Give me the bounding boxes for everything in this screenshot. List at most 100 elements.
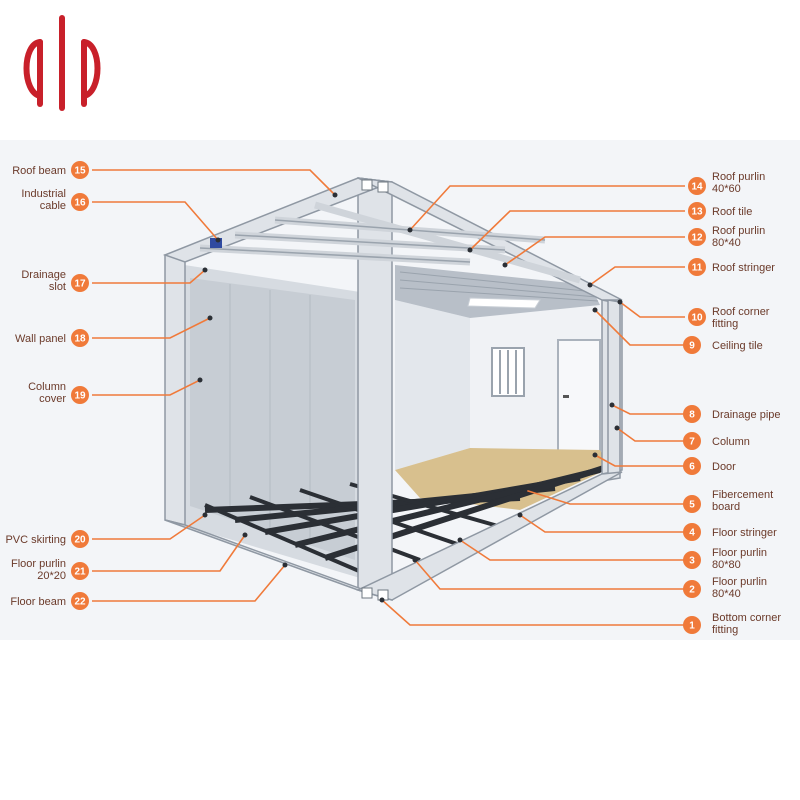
callout-label: Roof stringer (712, 262, 775, 274)
callout-label: Door (712, 461, 736, 473)
callout-label: 80*40 (712, 588, 741, 600)
callout-number: 16 (74, 198, 86, 209)
callout-15: 15 Roof beam (12, 161, 89, 179)
callout-label: Column (712, 436, 750, 448)
callout-label: PVC skirting (5, 534, 66, 546)
fibercement-floor (395, 448, 610, 510)
callout-label: Roof purlin (712, 225, 765, 237)
ceiling-light (467, 297, 541, 309)
callout-badge (683, 523, 701, 541)
callout-label: cover (39, 393, 66, 405)
callout-badge (71, 274, 89, 292)
callout-number: 12 (691, 233, 703, 244)
callout-number: 1 (689, 621, 695, 632)
callout-8: 8 Drainage pipe (683, 405, 781, 423)
callout-badge (683, 432, 701, 450)
callout-number: 4 (689, 528, 695, 539)
callout-label: Ceiling tile (712, 340, 763, 352)
callout-number: 3 (689, 556, 695, 567)
callout-number: 14 (691, 182, 703, 193)
callout-label: Industrial (21, 188, 66, 200)
callout-badge (71, 530, 89, 548)
callout-label: Roof beam (12, 165, 66, 177)
callout-label: Column (28, 381, 66, 393)
callout-badge (683, 457, 701, 475)
callout-number: 10 (691, 313, 703, 324)
callout-badge (683, 336, 701, 354)
callout-label: cable (40, 200, 66, 212)
callout-11: 11 Roof stringer (688, 258, 775, 276)
wall-panel-inner (190, 278, 355, 560)
callout-number: 19 (74, 391, 86, 402)
callout-label: fitting (712, 318, 738, 330)
callout-number: 11 (692, 263, 703, 274)
callout-badge (683, 580, 701, 598)
interior-left-back-wall (395, 300, 470, 470)
callout-label: Drainage pipe (712, 409, 781, 421)
callout-number: 2 (689, 585, 695, 596)
callout-22: 22 Floor beam (10, 592, 89, 610)
callout-20: 20 PVC skirting (5, 530, 89, 548)
callout-18: 18 Wall panel (15, 329, 89, 347)
callout-label: slot (49, 281, 66, 293)
callout-number: 13 (691, 207, 703, 218)
callout-badge (71, 592, 89, 610)
bottom-background (0, 640, 800, 800)
callout-label: Bottom corner (712, 612, 781, 624)
callout-label: 80*80 (712, 559, 741, 571)
callout-badge (71, 193, 89, 211)
brand-logo (23, 15, 101, 111)
callout-label: 40*60 (712, 183, 741, 195)
callout-number: 9 (689, 341, 695, 352)
callout-label: 80*40 (712, 237, 741, 249)
door-handle (563, 395, 569, 398)
callout-label: Roof purlin (712, 171, 765, 183)
callout-label: Floor purlin (11, 558, 66, 570)
callout-label: Floor stringer (712, 527, 777, 539)
callout-badge (71, 329, 89, 347)
callout-4: 4 Floor stringer (683, 523, 777, 541)
callout-label: Floor beam (10, 596, 66, 608)
callout-badge (683, 405, 701, 423)
callout-badge (71, 562, 89, 580)
callout-label: Drainage (21, 269, 66, 281)
callout-leaders (92, 169, 685, 626)
callout-number: 8 (689, 410, 695, 421)
callout-13: 13 Roof tile (688, 202, 752, 220)
industrial-cable-box (210, 238, 222, 248)
callout-number: 22 (74, 597, 86, 608)
door-panel (557, 339, 601, 453)
ceiling-tile-surface (395, 265, 600, 318)
callout-label: board (712, 501, 740, 513)
callout-badge (688, 177, 706, 195)
callout-number: 20 (74, 535, 86, 546)
callout-label: Floor purlin (712, 576, 767, 588)
callout-number: 17 (74, 279, 86, 290)
callout-label: Wall panel (15, 333, 66, 345)
callout-badge (688, 308, 706, 326)
callout-number: 18 (74, 334, 86, 345)
callout-label: Fibercement (712, 489, 773, 501)
callout-number: 21 (74, 567, 86, 578)
callout-label: fitting (712, 624, 738, 636)
callout-9: 9 Ceiling tile (683, 336, 763, 354)
callout-badge (688, 258, 706, 276)
callout-badge (683, 495, 701, 513)
callout-number: 15 (74, 166, 86, 177)
callout-label: Roof tile (712, 206, 752, 218)
callout-badge (71, 161, 89, 179)
callout-badge (688, 228, 706, 246)
callout-badge (683, 616, 701, 634)
